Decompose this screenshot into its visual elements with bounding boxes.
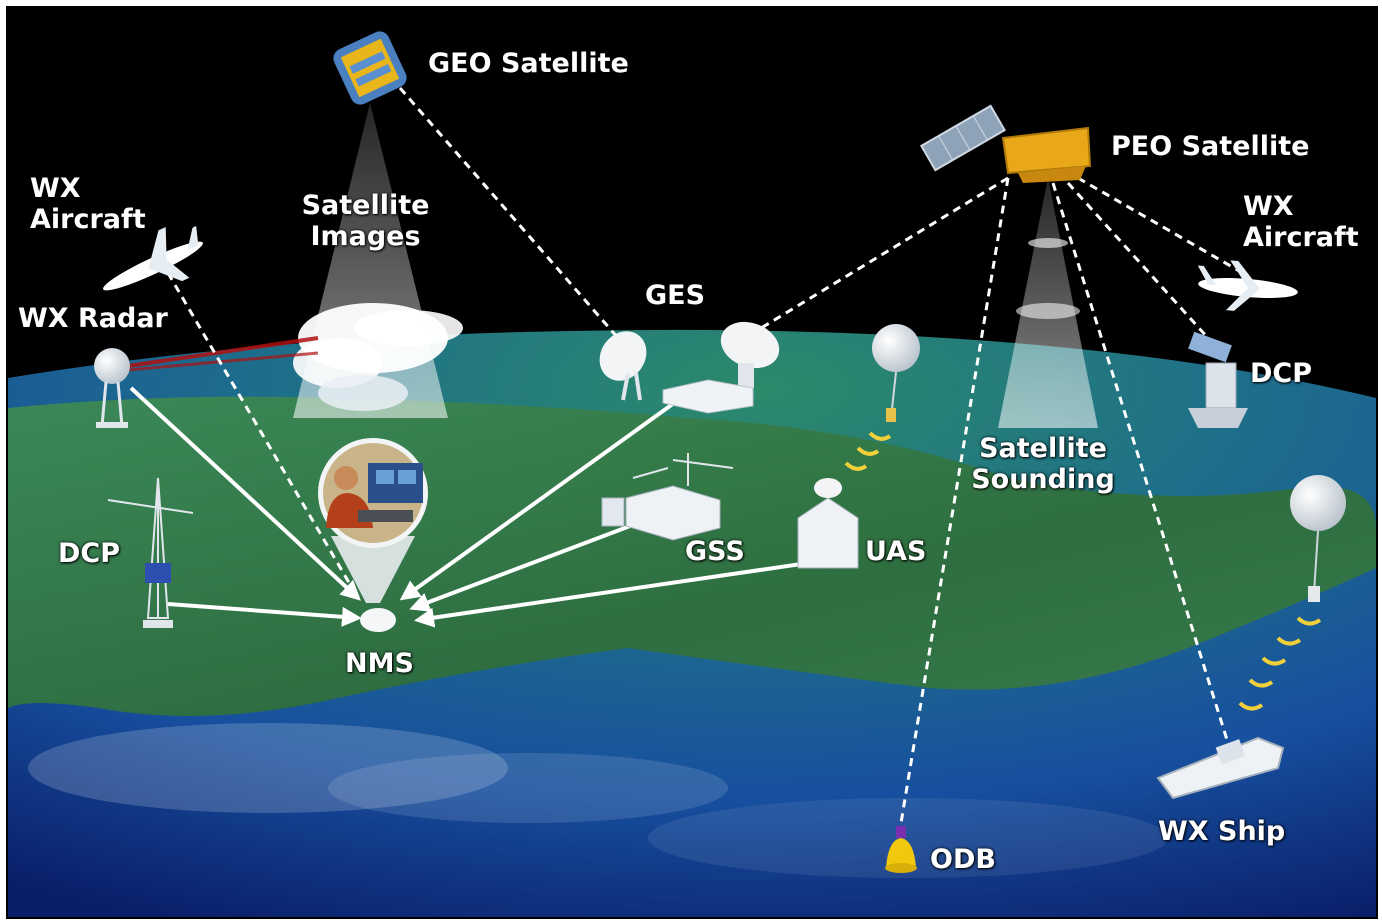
dcp-left-label: DCP: [58, 538, 121, 569]
wx-aircraft-left-line2: Aircraft: [30, 204, 146, 236]
operator-photo-icon: [318, 438, 428, 632]
cloud: [293, 303, 463, 411]
building-icon: [662, 379, 754, 414]
wx-aircraft-right-line2: Aircraft: [1243, 222, 1359, 254]
wx-ship-label: WX Ship: [1158, 816, 1286, 847]
dcp-right-label: DCP: [1250, 358, 1313, 389]
dashed-links: [166, 87, 1249, 824]
dish-antenna-icon: [720, 321, 780, 388]
building-icon: [601, 453, 734, 541]
satellite-sounding-line1: Satellite: [979, 433, 1107, 464]
weather-balloon-icon: [844, 324, 920, 471]
satellite-images-label-line2: Images: [310, 221, 421, 253]
satellite-sounding-line2: Sounding: [971, 464, 1115, 496]
geo-satellite-label: GEO Satellite: [428, 48, 629, 79]
diagram-frame: GEO Satellite PEO Satellite Satellite Im…: [6, 6, 1378, 919]
ges-label: GES: [645, 280, 706, 311]
wx-radar-label: WX Radar: [18, 303, 168, 334]
aircraft-icon: [103, 226, 203, 291]
weather-balloon-icon: [1238, 475, 1346, 711]
dish-antenna-icon: [599, 331, 647, 401]
mast-icon: [107, 477, 194, 628]
wx-aircraft-left-label: WX Aircraft: [30, 173, 146, 235]
building-icon: [797, 478, 859, 569]
gss-label: GSS: [685, 536, 745, 567]
wx-aircraft-right-label: WX Aircraft: [1243, 191, 1359, 253]
ship-icon: [1156, 736, 1285, 800]
nms-label: NMS: [345, 648, 414, 679]
buoy-icon: [885, 826, 917, 873]
aircraft-icon: [1197, 260, 1298, 311]
uas-label: UAS: [865, 536, 927, 567]
observing-network-diagram: [8, 8, 1376, 917]
wx-aircraft-right-line1: WX: [1243, 191, 1294, 222]
satellite-images-label-line1: Satellite: [301, 190, 430, 221]
peo-satellite-label: PEO Satellite: [1111, 131, 1310, 162]
peo-satellite-icon: [919, 104, 1092, 183]
satellite-sounding-label: Satellite Sounding: [968, 433, 1118, 495]
mast-icon: [1188, 331, 1248, 428]
satellite-images-label: Satellite Images: [298, 190, 433, 252]
wx-aircraft-left-line1: WX: [30, 173, 81, 204]
data-arrows: [129, 386, 809, 628]
radar-dome-icon: [94, 348, 130, 428]
odb-label: ODB: [930, 844, 996, 875]
geo-satellite-icon: [333, 31, 407, 105]
